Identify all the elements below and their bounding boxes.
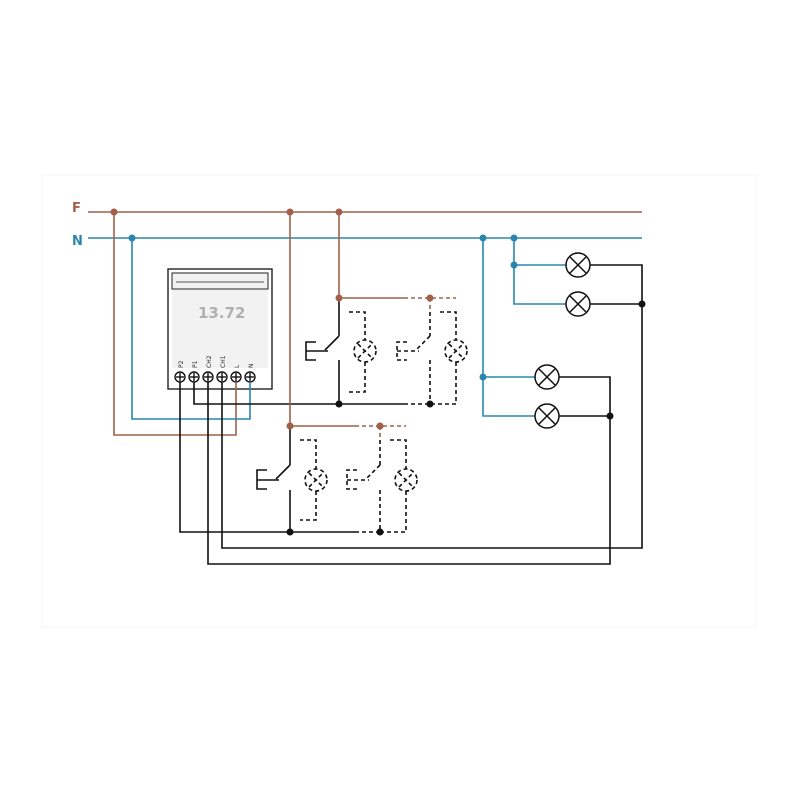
- terminal-label-p2: P2: [178, 360, 185, 368]
- diagram-frame: [41, 174, 757, 628]
- pushbutton-group-1: [193, 212, 468, 405]
- module-neutral-wire: [131, 238, 251, 420]
- load-lamp-4: [534, 403, 560, 429]
- load-lamp-2: [565, 291, 591, 317]
- pb2a-contact: [275, 464, 291, 480]
- pb2b-contact: [365, 464, 381, 480]
- module-top-cap: [171, 272, 269, 290]
- load-lamp-3: [534, 364, 560, 390]
- load-lamp-1: [565, 252, 591, 278]
- pb1b-contact: [415, 335, 431, 351]
- module-phase-wire: [113, 212, 237, 436]
- module-model-number: 13.72: [198, 304, 245, 322]
- lamp-group-2-neutral: [482, 238, 535, 417]
- relay-module: 13.72 P2 P1 CH2 CH1 L N: [167, 268, 273, 390]
- pb1a-contact: [324, 335, 340, 351]
- module-face: [172, 290, 268, 368]
- junction-dots: [110, 208, 646, 536]
- pb2a-actuator: [256, 469, 279, 490]
- terminal-label-n: N: [248, 364, 255, 369]
- terminal-label-l: L: [234, 364, 241, 368]
- pushbutton-group-2: [179, 212, 418, 533]
- pb2b-actuator: [346, 469, 369, 490]
- pb2-return-wire: [179, 382, 355, 533]
- ch1-output-wire: [221, 304, 643, 549]
- lamp-group-1-neutral: [513, 238, 566, 305]
- terminal-label-ch2: CH2: [206, 355, 213, 368]
- pb1-return-wire: [193, 382, 404, 405]
- pb1a-actuator: [305, 341, 328, 361]
- terminal-label-p1: P1: [192, 360, 199, 368]
- terminal-label-ch1: CH1: [220, 355, 227, 368]
- ch2-output-wire: [207, 382, 611, 565]
- neutral-label: N: [72, 234, 83, 249]
- phase-label: F: [72, 201, 81, 216]
- pb1b-actuator: [396, 341, 419, 361]
